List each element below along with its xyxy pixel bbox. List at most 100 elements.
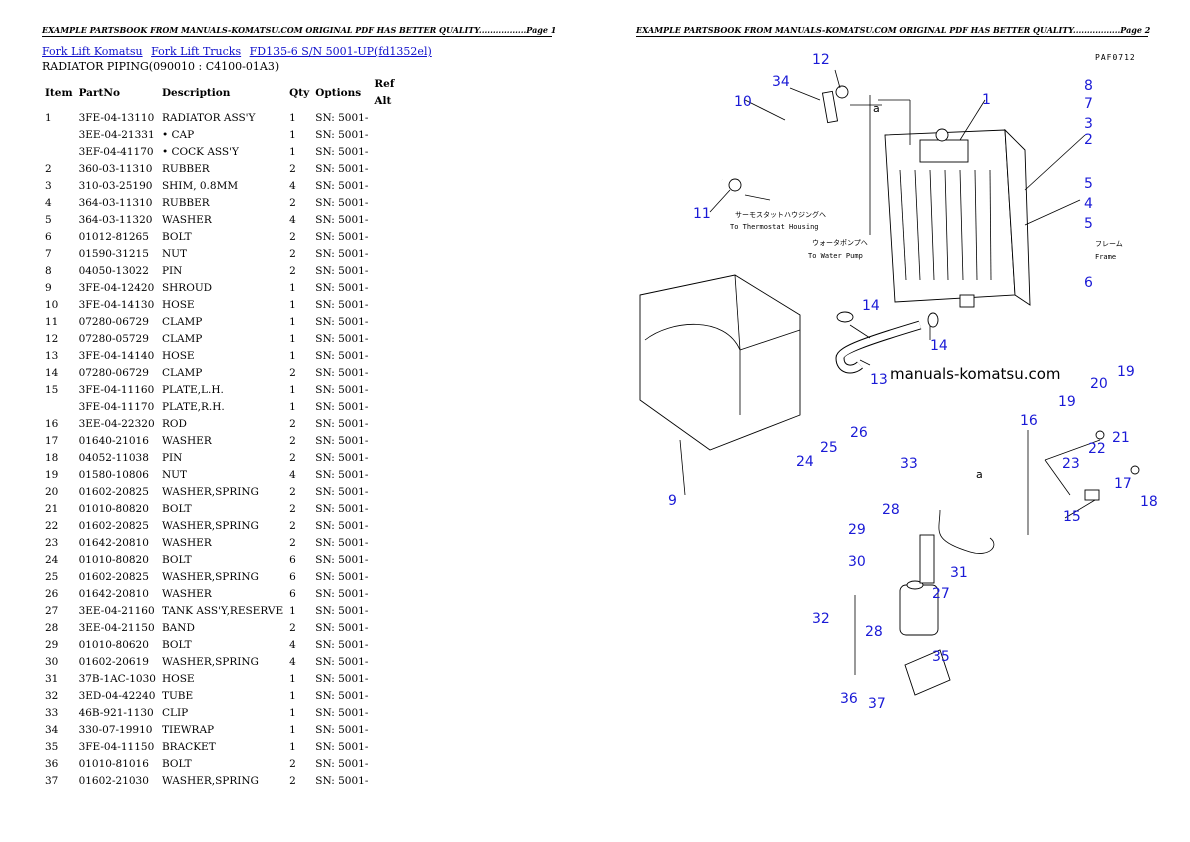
- cell-description: RADIATOR ASS'Y: [161, 112, 256, 124]
- callout-27: 27: [932, 586, 950, 602]
- cell-ref-alt: [371, 127, 417, 144]
- breadcrumb-link-fork-lift-komatsu[interactable]: Fork Lift Komatsu: [42, 45, 143, 58]
- callout-23: 23: [1062, 456, 1080, 472]
- cell-ref-alt: [371, 773, 417, 790]
- cell-ref-alt: [371, 382, 417, 399]
- cell-partno: 01640-21016: [78, 435, 149, 447]
- cell-partno: 3EE-04-21331: [78, 129, 155, 141]
- cell-qty: 2: [289, 486, 296, 498]
- cell-options: SN: 5001-: [315, 639, 369, 651]
- callout-29: 29: [848, 522, 866, 538]
- cell-item: 2: [45, 163, 52, 175]
- cell-description: WASHER: [161, 214, 212, 226]
- cell-options: SN: 5001-: [315, 605, 369, 617]
- cell-partno: 07280-06729: [78, 367, 149, 379]
- breadcrumb-link-model[interactable]: FD135-6 S/N 5001-UP(fd1352el): [249, 45, 432, 58]
- cell-item: 30: [45, 656, 59, 668]
- cell-ref-alt: [371, 654, 417, 671]
- cell-item: 28: [45, 622, 59, 634]
- callout-37: 37: [868, 696, 886, 712]
- cell-options: SN: 5001-: [315, 401, 369, 413]
- cell-options: SN: 5001-: [315, 724, 369, 736]
- cell-ref-alt: [371, 331, 417, 348]
- cell-item: 21: [45, 503, 59, 515]
- callout-28a: 28: [882, 502, 900, 518]
- cell-ref-alt: [371, 212, 417, 229]
- cell-qty: 4: [289, 656, 296, 668]
- cell-partno: 01590-31215: [78, 248, 149, 260]
- cell-ref-alt: [371, 280, 417, 297]
- cell-partno: 3EE-04-22320: [78, 418, 155, 430]
- parts-table: Item PartNo Description Qty Options Ref …: [42, 76, 417, 790]
- cell-partno: 3EE-04-21150: [78, 622, 155, 634]
- cell-partno: 310-03-25190: [78, 180, 153, 192]
- cell-description: NUT: [161, 248, 187, 260]
- cell-partno: 3FE-04-11150: [78, 741, 155, 753]
- cell-partno: 3FE-04-12420: [78, 282, 155, 294]
- cell-ref-alt: [371, 229, 417, 246]
- cell-qty: 1: [289, 146, 296, 158]
- callout-3: 3: [1084, 116, 1093, 132]
- cell-qty: 1: [289, 741, 296, 753]
- cell-options: SN: 5001-: [315, 758, 369, 770]
- callout-36: 36: [840, 691, 858, 707]
- cell-partno: 3EF-04-41170: [78, 146, 154, 158]
- cell-description: TUBE: [161, 690, 194, 702]
- cell-item: 5: [45, 214, 52, 226]
- cell-qty: 4: [289, 214, 296, 226]
- callout-2: 2: [1084, 132, 1093, 148]
- cell-description: BOLT: [161, 639, 192, 651]
- page-1-header: EXAMPLE PARTSBOOK FROM MANUALS-KOMATSU.C…: [42, 25, 557, 37]
- cell-item: [42, 399, 76, 416]
- cell-partno: 3FE-04-11170: [78, 401, 155, 413]
- cell-qty: 1: [289, 673, 296, 685]
- cell-description: NUT: [161, 469, 187, 481]
- cell-item: 3: [45, 180, 52, 192]
- parts-diagram: PAF0712: [639, 52, 1158, 712]
- cell-qty: 1: [289, 350, 296, 362]
- cell-options: SN: 5001-: [315, 367, 369, 379]
- cell-options: SN: 5001-: [315, 486, 369, 498]
- cell-description: BOLT: [161, 503, 192, 515]
- cell-options: SN: 5001-: [315, 248, 369, 260]
- note-frame-en: Frame: [1095, 253, 1116, 261]
- callout-labels: 1 2 3 4 5 6 7 8 9 10 11 12 13 14 14 15 1…: [668, 52, 1158, 712]
- cell-description: CLAMP: [161, 316, 203, 328]
- cell-options: SN: 5001-: [315, 333, 369, 345]
- callout-14a: 14: [862, 298, 880, 314]
- cell-options: SN: 5001-: [315, 214, 369, 226]
- cell-options: SN: 5001-: [315, 537, 369, 549]
- cell-item: 37: [45, 775, 59, 787]
- callout-4: 4: [1084, 196, 1093, 212]
- cell-description: WASHER: [161, 588, 212, 600]
- cell-partno: 364-03-11320: [78, 214, 153, 226]
- cell-partno: 01012-81265: [78, 231, 149, 243]
- cell-partno: 01010-81016: [78, 758, 149, 770]
- callout-32: 32: [812, 611, 830, 627]
- cell-options: SN: 5001-: [315, 282, 369, 294]
- cell-description: PLATE,L.H.: [161, 384, 224, 396]
- cell-partno: 3FE-04-14130: [78, 299, 155, 311]
- cell-description: CLAMP: [161, 333, 203, 345]
- cell-partno: 01642-20810: [78, 588, 149, 600]
- cell-partno: 07280-06729: [78, 316, 149, 328]
- cell-description: RUBBER: [161, 163, 210, 175]
- breadcrumb-link-fork-lift-trucks[interactable]: Fork Lift Trucks: [151, 45, 242, 58]
- cell-qty: 1: [289, 724, 296, 736]
- cell-ref-alt: [371, 637, 417, 654]
- cell-item: 26: [45, 588, 59, 600]
- cell-ref-alt: [371, 314, 417, 331]
- cell-item: 4: [45, 197, 52, 209]
- cell-qty: 2: [289, 231, 296, 243]
- cell-description: WASHER,SPRING: [161, 520, 259, 532]
